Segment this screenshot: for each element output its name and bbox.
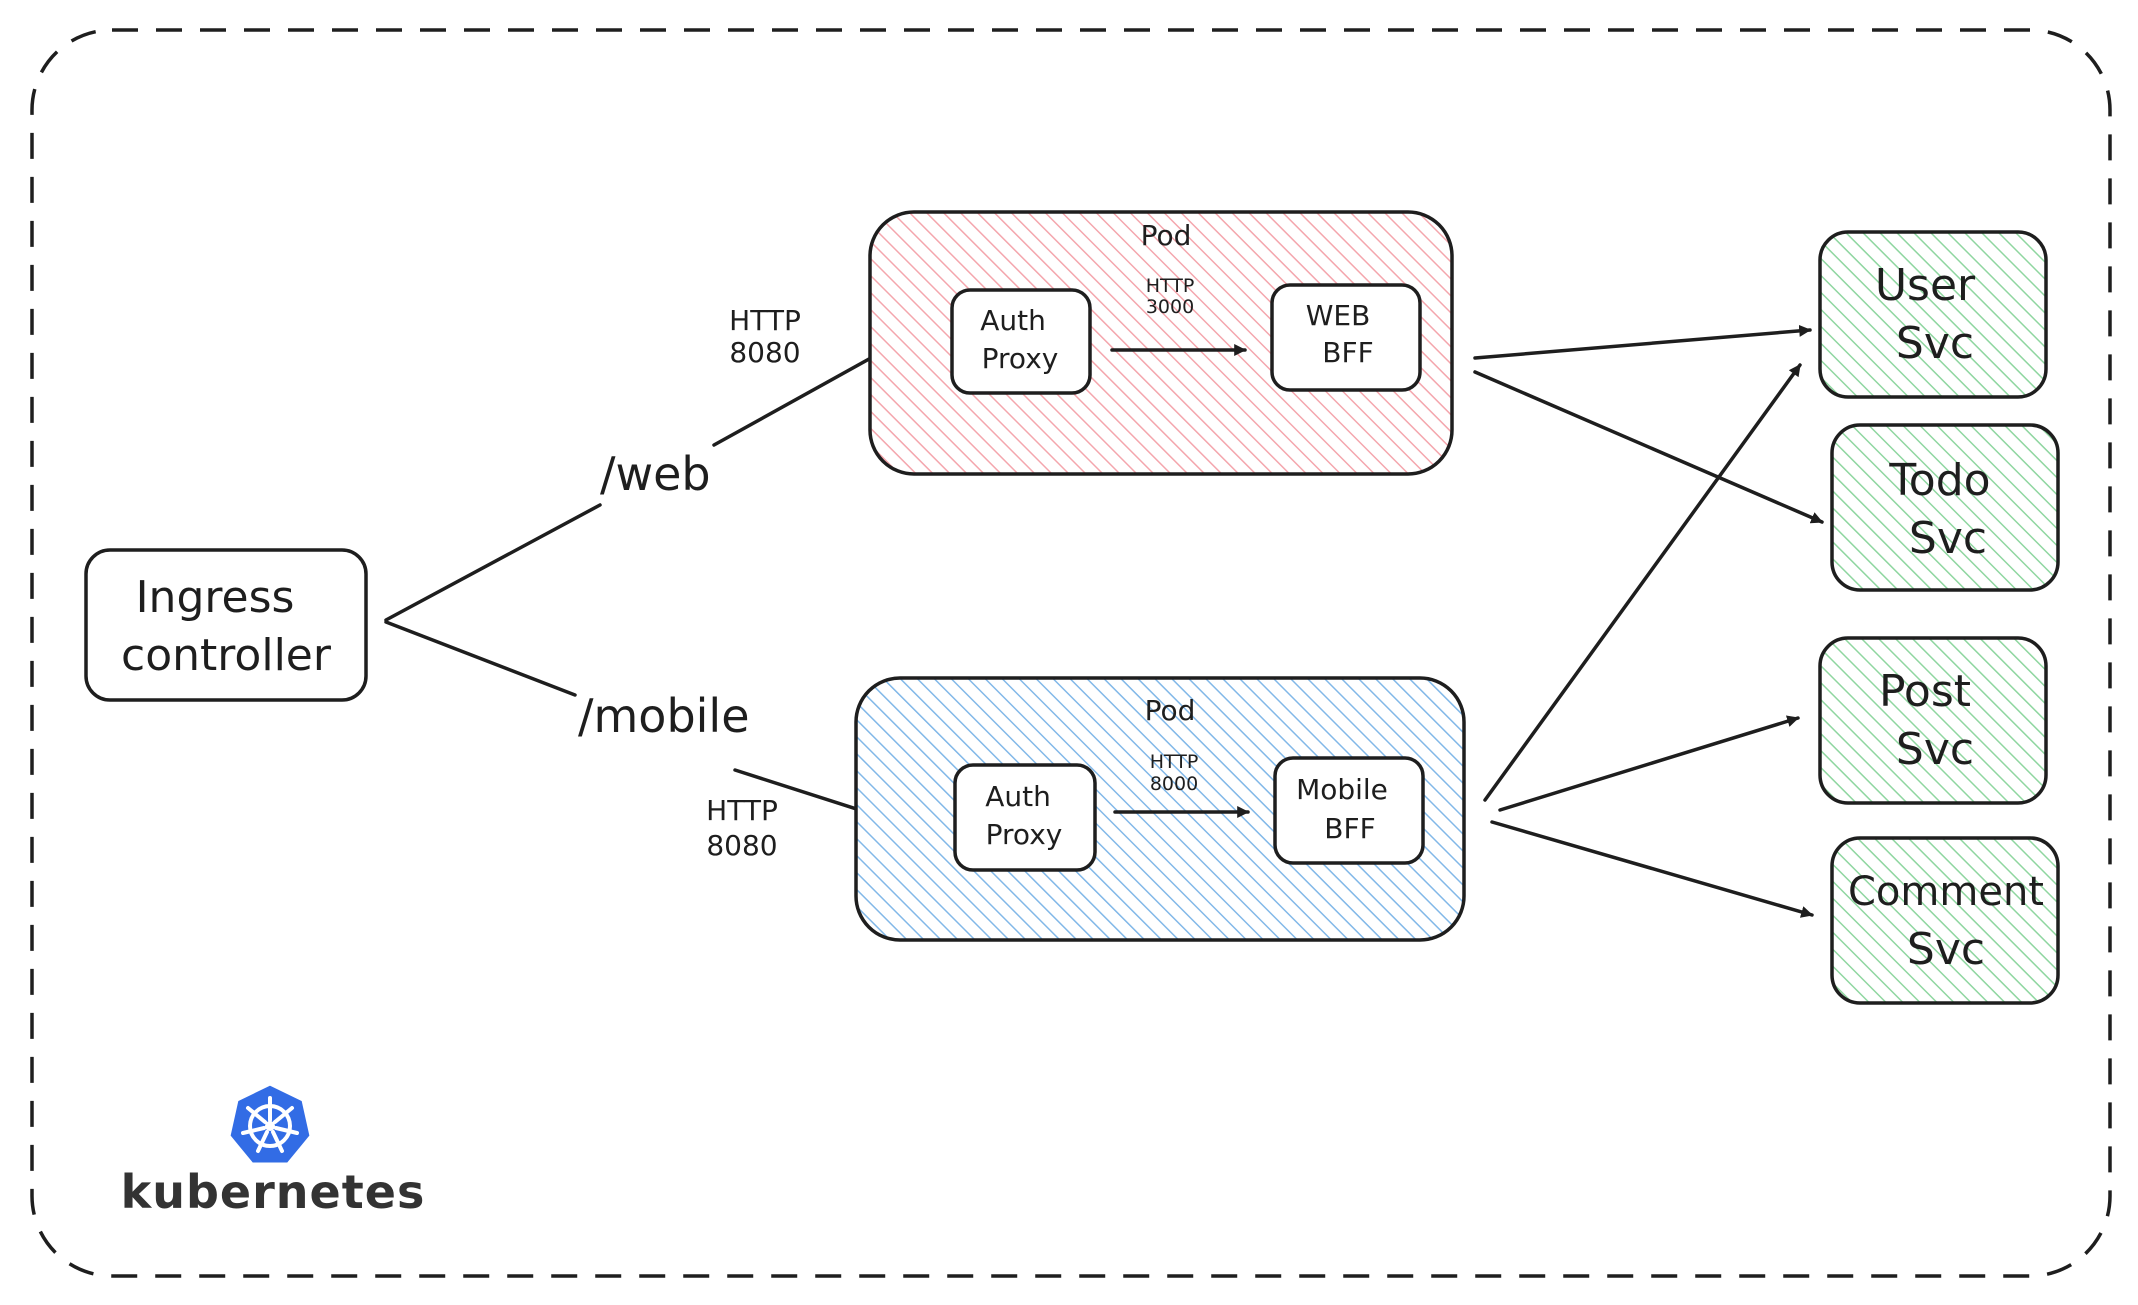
web-pod-title: Pod — [1141, 219, 1192, 252]
mobile-port-in-line2: 8080 — [706, 829, 777, 862]
mobile-pod: Pod Auth Proxy HTTP 8000 Mobile BFF — [854, 676, 1466, 942]
kubernetes-logo: kubernetes — [121, 1082, 426, 1219]
ingress-label-line1: Ingress — [136, 572, 295, 623]
mobile-bff-to-user-svc-arrow — [1483, 363, 1802, 802]
service-comment: Comment Svc — [1830, 836, 2060, 1005]
mobile-bff-to-comment-svc-arrow — [1490, 820, 1814, 918]
web-pod: Pod Auth Proxy HTTP 3000 WEB BFF — [868, 210, 1454, 476]
ingress-label-line2: controller — [121, 630, 332, 681]
mobile-internal-port-line1: HTTP — [1150, 751, 1199, 773]
web-port-in-line2: 8080 — [729, 336, 800, 369]
service-post-line2: Svc — [1896, 724, 1974, 775]
mobile-internal-port-line2: 8000 — [1150, 773, 1198, 795]
mobile-bff-line1: Mobile — [1296, 773, 1388, 806]
mobile-proxy-line1: Auth — [985, 780, 1051, 813]
web-port-in-line1: HTTP — [729, 304, 801, 337]
web-bff: WEB BFF — [1270, 283, 1422, 392]
mobile-pod-title: Pod — [1145, 694, 1196, 727]
mobile-bff: Mobile BFF — [1273, 756, 1425, 865]
web-bff-line2: BFF — [1322, 336, 1373, 369]
bff-to-service-arrows — [1473, 324, 1824, 918]
mobile-bff-to-post-svc-arrow — [1498, 715, 1800, 812]
ingress-controller: Ingress controller — [84, 548, 368, 702]
service-todo-line1: Todo — [1888, 455, 1990, 506]
web-internal-port-line2: 3000 — [1146, 296, 1194, 318]
web-bff-line1: WEB — [1306, 299, 1371, 332]
service-todo-line2: Svc — [1909, 513, 1987, 564]
web-proxy-line2: Proxy — [982, 342, 1059, 375]
web-proxy-line1: Auth — [980, 304, 1046, 337]
web-internal-port-line1: HTTP — [1146, 275, 1195, 297]
mobile-auth-proxy: Auth Proxy — [953, 763, 1097, 872]
route-web-label: /web — [600, 447, 711, 501]
service-comment-line2: Svc — [1907, 924, 1985, 975]
kubernetes-wordmark: kubernetes — [121, 1165, 426, 1219]
service-post-line1: Post — [1879, 666, 1971, 717]
service-comment-line1: Comment — [1848, 869, 2044, 915]
mobile-port-in-line1: HTTP — [706, 794, 778, 827]
web-auth-proxy: Auth Proxy — [950, 288, 1092, 395]
mobile-proxy-line2: Proxy — [986, 818, 1063, 851]
service-user-line1: User — [1875, 260, 1976, 311]
service-post: Post Svc — [1818, 636, 2048, 805]
service-user-line2: Svc — [1896, 318, 1974, 369]
service-todo: Todo Svc — [1830, 423, 2060, 592]
service-user: User Svc — [1818, 230, 2048, 399]
route-mobile-label: /mobile — [578, 689, 750, 743]
mobile-bff-line2: BFF — [1324, 812, 1375, 845]
web-bff-to-todo-svc-arrow — [1473, 370, 1824, 524]
web-bff-to-user-svc-arrow — [1473, 324, 1812, 360]
kubernetes-helm-wheel-icon — [227, 1082, 313, 1166]
